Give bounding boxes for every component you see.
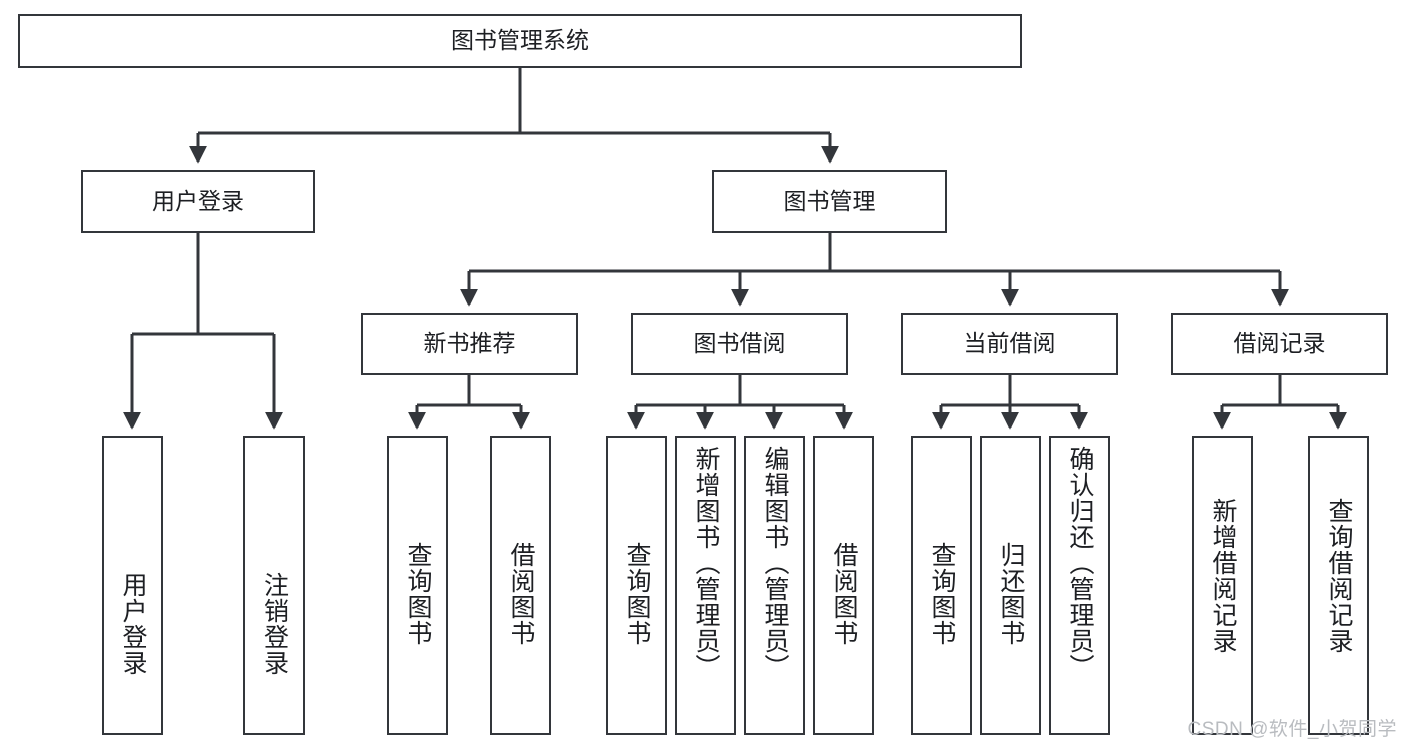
node-leaf-borrow-book-2[interactable]: 借阅图书 (813, 436, 874, 735)
node-leaf-query-book-3-label: 查询图书 (928, 542, 956, 646)
node-leaf-user-login[interactable]: 用户登录 (102, 436, 163, 735)
node-current-borrow[interactable]: 当前借阅 (901, 313, 1118, 375)
node-leaf-add-book[interactable]: 新增图书（管理员） (675, 436, 736, 735)
node-borrow-record[interactable]: 借阅记录 (1171, 313, 1388, 375)
node-leaf-edit-book[interactable]: 编辑图书（管理员） (744, 436, 805, 735)
node-user-login[interactable]: 用户登录 (81, 170, 315, 233)
node-leaf-query-book-3[interactable]: 查询图书 (911, 436, 972, 735)
node-leaf-query-book-2[interactable]: 查询图书 (606, 436, 667, 735)
node-leaf-query-record[interactable]: 查询借阅记录 (1308, 436, 1369, 735)
node-book-manage[interactable]: 图书管理 (712, 170, 947, 233)
node-new-book-rec[interactable]: 新书推荐 (361, 313, 578, 375)
node-current-borrow-label: 当前借阅 (963, 330, 1056, 357)
node-book-manage-label: 图书管理 (783, 187, 876, 214)
node-leaf-confirm-return[interactable]: 确认归还（管理员） (1049, 436, 1110, 735)
node-leaf-borrow-book-1-label: 借阅图书 (507, 542, 535, 646)
node-book-borrow-label: 图书借阅 (693, 330, 786, 357)
node-root[interactable]: 图书管理系统 (18, 14, 1022, 68)
node-leaf-logout-login[interactable]: 注销登录 (243, 436, 305, 735)
node-leaf-borrow-book-1[interactable]: 借阅图书 (490, 436, 551, 735)
node-leaf-confirm-return-label: 确认归还（管理员） (1066, 446, 1094, 680)
node-user-login-label: 用户登录 (152, 187, 244, 214)
node-leaf-add-book-label: 新增图书（管理员） (692, 446, 720, 680)
node-leaf-borrow-book-2-label: 借阅图书 (830, 542, 858, 646)
node-leaf-add-record[interactable]: 新增借阅记录 (1192, 436, 1253, 735)
node-leaf-logout-login-label: 注销登录 (260, 572, 289, 676)
node-root-label: 图书管理系统 (451, 27, 589, 54)
node-leaf-return-book-label: 归还图书 (997, 542, 1025, 646)
node-new-book-rec-label: 新书推荐 (423, 330, 516, 357)
node-leaf-edit-book-label: 编辑图书（管理员） (761, 446, 789, 680)
node-leaf-user-login-label: 用户登录 (119, 572, 147, 676)
node-leaf-add-record-label: 新增借阅记录 (1209, 498, 1237, 654)
node-leaf-query-book-2-label: 查询图书 (623, 542, 651, 646)
node-leaf-query-book-1-label: 查询图书 (404, 542, 432, 646)
node-borrow-record-label: 借阅记录 (1233, 330, 1326, 357)
node-book-borrow[interactable]: 图书借阅 (631, 313, 848, 375)
node-leaf-return-book[interactable]: 归还图书 (980, 436, 1041, 735)
node-leaf-query-book-1[interactable]: 查询图书 (387, 436, 448, 735)
node-leaf-query-record-label: 查询借阅记录 (1325, 498, 1353, 654)
